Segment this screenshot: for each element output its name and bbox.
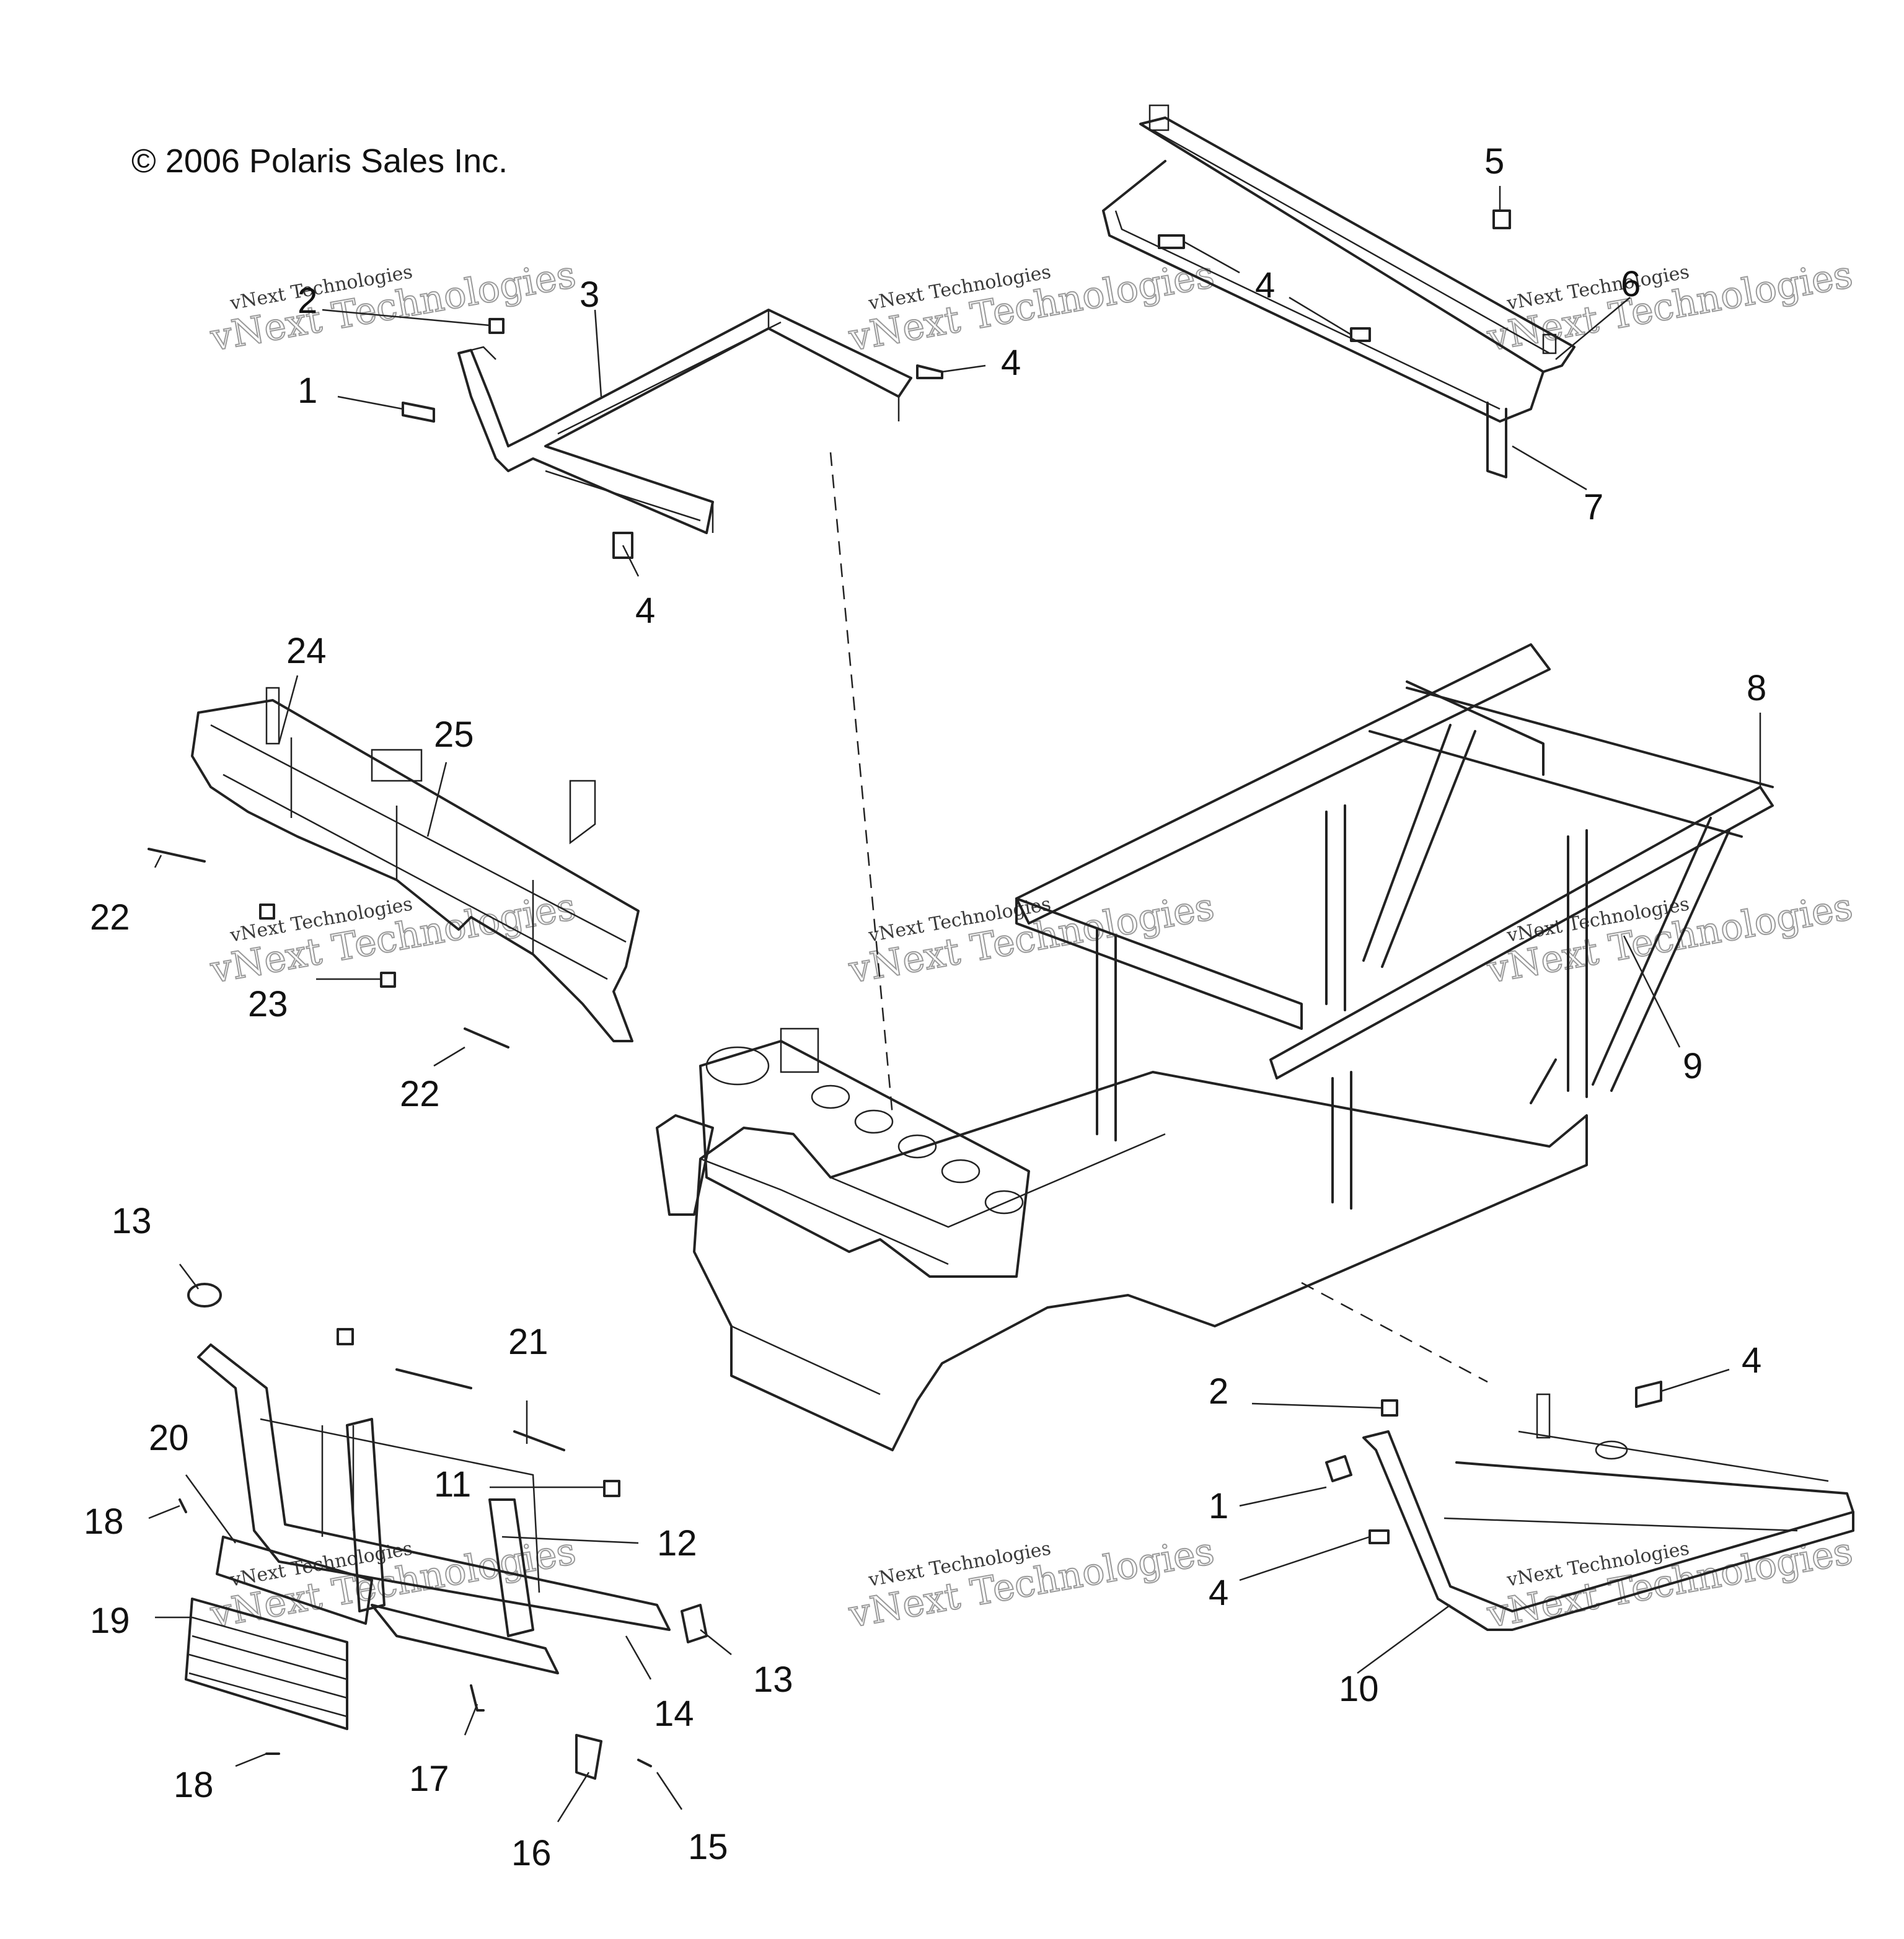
front-bumper-part-14 <box>197 1343 671 1674</box>
callout-13: 13 <box>753 1660 793 1700</box>
callout-12: 12 <box>657 1523 697 1563</box>
callout-5: 5 <box>1484 141 1504 182</box>
callout-23: 23 <box>248 984 288 1024</box>
callout-17: 17 <box>409 1759 449 1799</box>
callout-25: 25 <box>434 714 474 755</box>
assembly-line <box>1301 1282 1488 1383</box>
callout-2: 2 <box>298 281 317 321</box>
callout-22: 22 <box>90 897 130 938</box>
assembly-line <box>829 452 894 1116</box>
callout-11: 11 <box>434 1464 471 1505</box>
front-frame-section-part-24 <box>191 687 640 1042</box>
callout-8: 8 <box>1747 668 1766 708</box>
callout-19: 19 <box>90 1601 130 1641</box>
callout-15: 15 <box>688 1827 728 1867</box>
callout-1: 1 <box>298 371 317 411</box>
grille-part-19 <box>185 1598 348 1730</box>
callout-4: 4 <box>1742 1340 1761 1381</box>
watermark: vNext Technologies vNext Technologies <box>1483 252 1856 361</box>
callout-18: 18 <box>84 1502 124 1542</box>
callout-3: 3 <box>580 275 599 315</box>
front-rack-part-3 <box>457 309 912 534</box>
callout-2: 2 <box>1209 1371 1228 1412</box>
watermarks: vNext Technologies vNext Technologies vN… <box>206 252 1856 1637</box>
callout-6: 6 <box>1621 264 1641 304</box>
callout-18: 18 <box>174 1765 214 1805</box>
hardware <box>148 209 1662 1780</box>
watermark: vNext Technologies vNext Technologies <box>1483 884 1856 993</box>
watermark: vNext Technologies vNext Technologies <box>206 252 580 361</box>
watermark: vNext Technologies vNext Technologies <box>845 252 1218 361</box>
rear-rack-part-6 <box>1102 104 1576 423</box>
callout-4: 4 <box>635 591 655 631</box>
copyright-text: © 2006 Polaris Sales Inc. <box>131 143 508 180</box>
callout-13: 13 <box>112 1201 152 1241</box>
callout-4: 4 <box>1001 343 1021 383</box>
callout-labels: 1 1 2 2 3 4 4 4 4 4 4 5 6 7 8 9 10 11 12… <box>84 141 1766 1873</box>
callout-1: 1 <box>1209 1486 1228 1526</box>
callout-9: 9 <box>1683 1046 1703 1086</box>
plate-part-20 <box>216 1536 373 1625</box>
callout-24: 24 <box>286 631 327 671</box>
callout-4: 4 <box>1209 1573 1228 1613</box>
callout-16: 16 <box>511 1833 552 1873</box>
callout-7: 7 <box>1584 487 1603 527</box>
watermark: vNext Technologies vNext Technologies <box>845 1529 1218 1637</box>
callout-21: 21 <box>508 1322 549 1362</box>
callout-14: 14 <box>654 1694 694 1734</box>
rear-lower-rack-part-10 <box>1362 1393 1854 1631</box>
main-frame-part-8 <box>656 643 1774 1451</box>
callout-22: 22 <box>400 1074 440 1114</box>
callout-10: 10 <box>1339 1669 1379 1709</box>
leader-lines <box>148 186 1761 1822</box>
callout-20: 20 <box>149 1418 189 1458</box>
callout-4: 4 <box>1255 265 1275 306</box>
